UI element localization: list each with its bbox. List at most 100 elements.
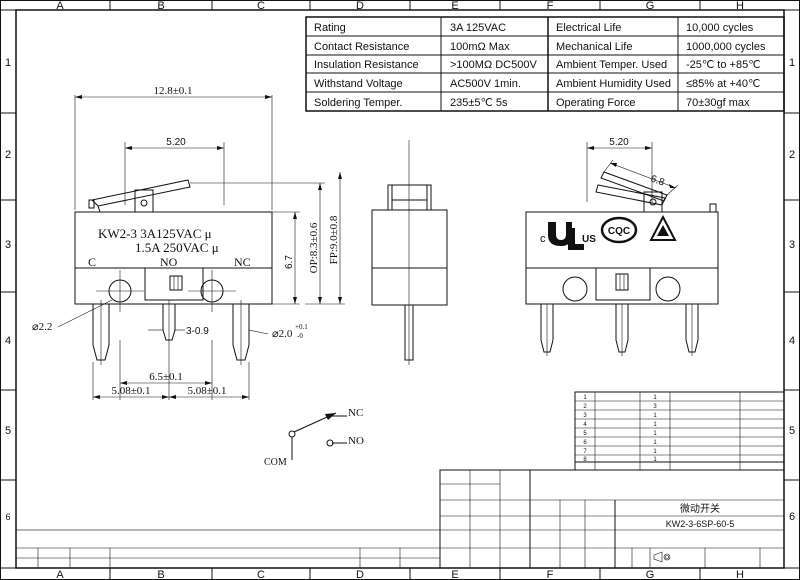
bom-row-1-no: 1 <box>583 395 587 401</box>
spec-label-mechanical-life: Mechanical Life <box>556 41 632 53</box>
row-label-1-right: 1 <box>789 57 795 69</box>
col-label-d-bottom: D <box>356 569 364 580</box>
front-span-dim: 6.5±0.1 <box>149 371 183 383</box>
bom-row-4-no: 4 <box>583 422 587 428</box>
row-label-3-right: 3 <box>789 239 795 251</box>
bom-row-3-qty: 1 <box>653 413 657 419</box>
spec-label-insulation: Insulation Resistance <box>314 59 419 71</box>
spec-label-contact-resistance: Contact Resistance <box>314 41 409 53</box>
front-hole-dim: ⌀2.2 <box>32 321 52 333</box>
ul-logo-icon <box>548 222 584 250</box>
schematic-com-label: COM <box>264 457 287 468</box>
col-label-d: D <box>356 0 364 12</box>
bom-row-2-qty: 3 <box>653 404 657 410</box>
row-label-1: 1 <box>5 57 11 69</box>
col-label-c: C <box>257 0 265 12</box>
spec-value-contact-resistance: 100mΩ Max <box>450 41 510 53</box>
front-pin-len-dim: ⌀2.0 <box>272 328 293 340</box>
switch-schematic: NC NO COM <box>264 407 364 468</box>
front-pitch-dim: 5.20 <box>166 137 186 148</box>
schematic-nc-label: NC <box>348 407 363 419</box>
projection-symbol-icon <box>653 551 671 563</box>
bom-row-7-qty: 1 <box>653 449 657 455</box>
row-label-2-right: 2 <box>789 149 795 161</box>
terminal-label-no: NO <box>160 255 178 269</box>
row-label-3: 3 <box>5 239 11 251</box>
revision-block <box>15 529 441 569</box>
row-label-5-right: 5 <box>789 425 795 437</box>
bom-row-2-no: 2 <box>583 404 587 410</box>
front-right-pitch-dim: 5.08±0.1 <box>187 385 226 397</box>
spec-value-electrical-life: 10,000 cycles <box>686 22 754 34</box>
spec-label-operating-force: Operating Force <box>556 97 635 109</box>
spec-value-insulation: >100MΩ DC500V <box>450 59 537 71</box>
col-label-h: H <box>736 0 744 12</box>
col-label-c-bottom: C <box>257 569 265 580</box>
bom-row-7-no: 7 <box>583 449 587 455</box>
spec-label-electrical-life: Electrical Life <box>556 22 621 34</box>
title-part-number: KW2-3-6SP-60-5 <box>666 519 735 529</box>
front-op-dim: OP:8.3±0.6 <box>308 222 320 273</box>
spec-label-ambient-temp: Ambient Temper. Used <box>556 59 667 71</box>
spec-table: Rating 3A 125VAC Electrical Life 10,000 … <box>305 16 785 112</box>
title-part-name: 微动开关 <box>680 502 720 515</box>
side-body <box>371 209 448 306</box>
bom-table: 1 1 2 3 3 1 4 1 5 1 6 1 7 1 8 1 <box>574 391 785 471</box>
title-block: 微动开关 KW2-3-6SP-60-5 <box>439 469 785 569</box>
warning-triangle-icon <box>649 214 677 241</box>
col-label-f: F <box>547 0 554 12</box>
rear-pitch-dim: 5.20 <box>609 137 629 148</box>
rear-mount-hole-right <box>655 276 681 302</box>
spec-value-humidity: ≤85% at +40℃ <box>686 78 760 90</box>
cert-c-mark: c <box>540 233 546 245</box>
spec-value-ambient-temp: -25℃ to +85℃ <box>686 59 761 71</box>
front-view: 12.8±0.1 5.20 KW2-3 3A125VAC μ 1.5A 250V… <box>32 85 345 400</box>
spec-label-humidity: Ambient Humidity Used <box>556 78 671 90</box>
spec-label-soldering: Soldering Temper. <box>314 97 402 109</box>
bom-row-4-qty: 1 <box>653 422 657 428</box>
rear-lever-dim: 6.8 <box>649 173 666 188</box>
front-marking-line2: 1.5A 250VAC μ <box>135 240 219 255</box>
front-height-dim: 6.7 <box>284 255 295 269</box>
schematic-no-label: NO <box>348 435 364 447</box>
col-label-b: B <box>157 0 164 12</box>
col-label-a-bottom: A <box>56 569 64 580</box>
row-labels-right: 1 2 3 4 5 6 <box>789 57 795 523</box>
col-label-g-bottom: G <box>646 569 655 580</box>
side-pin <box>404 304 414 361</box>
terminal-label-nc: NC <box>234 255 251 269</box>
front-left-pitch-dim: 5.08±0.1 <box>111 385 150 397</box>
spec-label-rating: Rating <box>314 22 346 34</box>
rear-mount-hole-left <box>562 276 588 302</box>
bom-row-5-qty: 1 <box>653 431 657 437</box>
bom-row-5-no: 5 <box>583 431 587 437</box>
col-label-f-bottom: F <box>547 569 554 580</box>
row-label-4-right: 4 <box>789 335 795 347</box>
bom-row-1-qty: 1 <box>653 395 657 401</box>
row-label-6-right: 6 <box>789 511 795 523</box>
col-label-h-bottom: H <box>736 569 744 580</box>
bom-row-6-qty: 1 <box>653 440 657 446</box>
col-label-e-bottom: E <box>451 569 458 580</box>
column-labels-bottom: A B C D E F G H <box>56 569 744 580</box>
spec-value-withstand: AC500V 1min. <box>450 78 521 90</box>
front-pin-tol-upper: +0.1 <box>295 323 308 331</box>
row-labels-left: 1 2 3 4 5 6 <box>5 57 11 522</box>
column-labels-top: A B C D E F G H <box>56 0 744 12</box>
col-label-a: A <box>56 0 64 12</box>
front-width-dim: 12.8±0.1 <box>153 85 192 97</box>
row-label-2: 2 <box>5 149 11 161</box>
col-label-g: G <box>646 0 655 12</box>
side-view <box>371 140 448 365</box>
bom-row-3-no: 3 <box>583 413 587 419</box>
bom-row-6-no: 6 <box>583 440 587 446</box>
row-label-6: 6 <box>5 512 10 522</box>
spec-value-operating-force: 70±30gf max <box>686 97 750 109</box>
spec-value-mechanical-life: 1000,000 cycles <box>686 41 766 53</box>
spec-label-withstand: Withstand Voltage <box>314 78 403 90</box>
row-label-5: 5 <box>5 425 11 437</box>
spec-value-soldering: 235±5℃ 5s <box>450 97 508 109</box>
bom-row-8-no: 8 <box>583 457 587 463</box>
row-label-4: 4 <box>5 335 11 347</box>
